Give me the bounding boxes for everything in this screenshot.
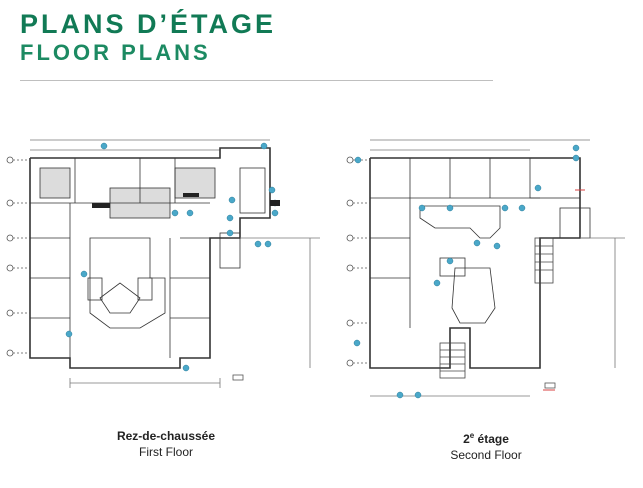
floor-number: 2 — [463, 432, 470, 446]
floor-word: étage — [474, 432, 509, 446]
second-floor-label-en: Second Floor — [450, 448, 522, 462]
second-floor-caption: 2e étage Second Floor — [386, 428, 586, 463]
first-floor-caption: Rez-de-chaussée First Floor — [66, 428, 266, 460]
page-title-english: FLOOR PLANS — [20, 40, 211, 65]
page-title-french: PLANS D’ÉTAGE — [20, 9, 277, 39]
first-floor-label-fr: Rez-de-chaussée — [116, 429, 216, 443]
floor-ordinal-suffix: e — [469, 431, 475, 440]
second-floor-label-fr: 2e étage — [386, 428, 586, 447]
first-floor-drawing — [6, 139, 320, 388]
second-floor-drawing — [346, 139, 625, 399]
first-floor-plan[interactable] — [0, 128, 330, 418]
second-floor-plan[interactable] — [340, 128, 640, 418]
title-divider — [20, 80, 493, 81]
first-floor-label-en: First Floor — [139, 445, 193, 459]
